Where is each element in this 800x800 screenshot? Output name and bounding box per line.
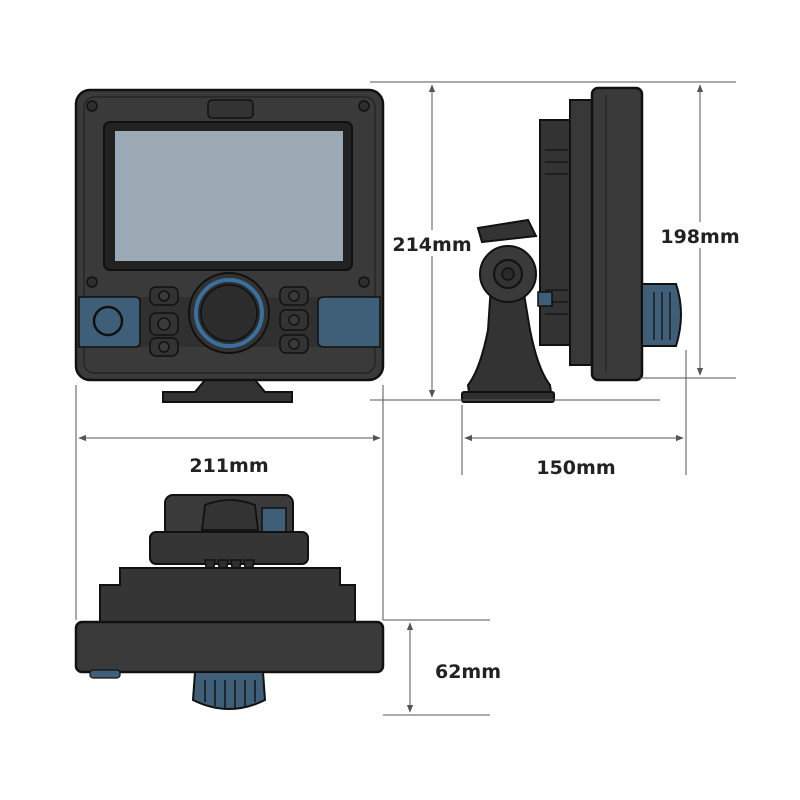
top-view bbox=[74, 494, 385, 710]
depth-label: 150mm bbox=[536, 457, 615, 479]
height-total-label: 214mm bbox=[392, 234, 471, 256]
left-knob-icon bbox=[92, 305, 124, 337]
height-display-label: 198mm bbox=[660, 226, 739, 248]
rear-depth-label: 62mm bbox=[435, 661, 501, 683]
side-view bbox=[461, 86, 682, 403]
display-screen bbox=[115, 131, 343, 261]
front-view bbox=[74, 88, 385, 403]
width-label: 211mm bbox=[189, 455, 268, 477]
center-knob-icon bbox=[194, 278, 264, 348]
